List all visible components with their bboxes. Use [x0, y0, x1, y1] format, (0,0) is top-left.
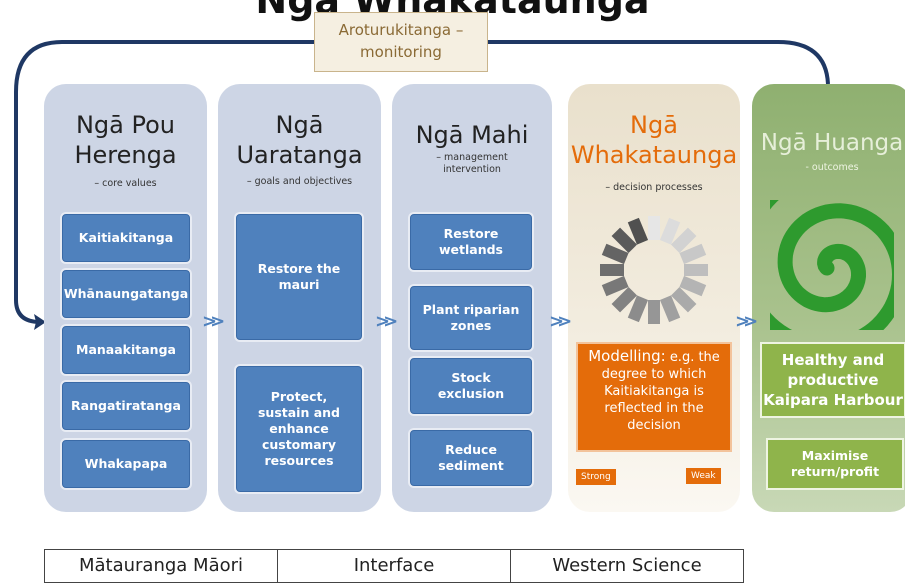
list-item: Kaitiakitanga [62, 214, 190, 262]
scale-weak-label: Weak [686, 468, 721, 484]
chevron-right-icon: >> [202, 311, 225, 332]
column-subtitle: – decision processes [605, 182, 703, 193]
monitoring-label: Aroturukitanga – monitoring [314, 12, 488, 72]
column-subtitle: - outcomes [805, 162, 859, 173]
list-item: Stock exclusion [410, 358, 532, 414]
modelling-lead: Modelling: [588, 347, 666, 365]
column-core-values: Ngā Pou Herenga – core values Kaitiakita… [44, 84, 207, 512]
column-title: Ngā Uaratanga [236, 111, 363, 169]
outcome-item: Healthy and productive Kaipara Harbour [760, 342, 905, 418]
chevron-right-icon: >> [549, 311, 572, 332]
column-decision-processes: Ngā Whakataunga – decision processes Mod… [568, 84, 740, 512]
column-title: Ngā Mahi [415, 121, 529, 149]
column-title: Ngā Huanga [760, 130, 904, 156]
modelling-box: Modelling: e.g. the degree to which Kait… [576, 342, 732, 452]
chevron-right-icon: >> [375, 311, 398, 332]
list-item: Protect, sustain and enhance customary r… [236, 366, 362, 492]
list-item: Whakapapa [62, 440, 190, 488]
column-subtitle: – management intervention [436, 152, 508, 175]
column-title: Ngā Whakataunga [570, 111, 738, 169]
list-item: Restore the mauri [236, 214, 362, 340]
koru-spiral-icon [770, 200, 894, 330]
column-management: Ngā Mahi – management intervention Resto… [392, 84, 552, 512]
matauranga-maori-label: Mātauranga Māori [45, 550, 278, 582]
interface-label: Interface [278, 550, 511, 582]
list-item: Plant riparian zones [410, 286, 532, 350]
knowledge-spectrum-table: Mātauranga Māori Interface Western Scien… [44, 549, 744, 583]
column-goals: Ngā Uaratanga – goals and objectives Res… [218, 84, 381, 512]
column-title: Ngā Pou Herenga [74, 111, 177, 169]
loading-spinner-icon [600, 216, 708, 324]
outcome-item: Maximise return/profit [766, 438, 904, 490]
list-item: Reduce sediment [410, 430, 532, 486]
list-item: Restore wetlands [410, 214, 532, 270]
chevron-right-icon: >> [735, 311, 758, 332]
list-item: Rangatiratanga [62, 382, 190, 430]
modelling-text: e.g. the degree to which Kaitiakitanga i… [601, 350, 720, 433]
column-subtitle: – core values [94, 178, 157, 189]
scale-strong-label: Strong [576, 469, 616, 485]
list-item: Whānaungatanga [62, 270, 190, 318]
column-subtitle: – goals and objectives [246, 176, 353, 187]
western-science-label: Western Science [552, 555, 702, 576]
column-outcomes: Ngā Huanga - outcomes Healthy and produc… [752, 84, 905, 512]
list-item: Manaakitanga [62, 326, 190, 374]
